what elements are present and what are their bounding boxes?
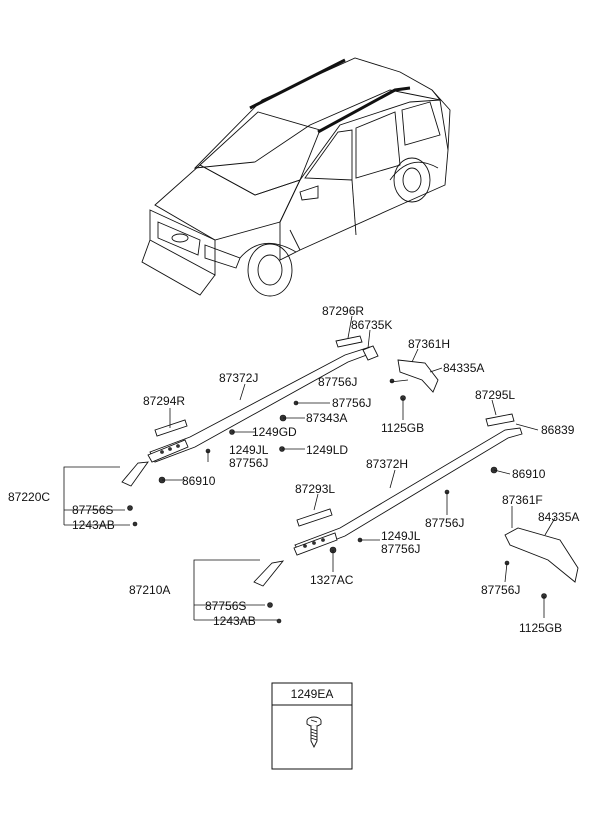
label-87756j-f: 87756J bbox=[481, 583, 520, 597]
label-87756j-d: 87756J bbox=[425, 516, 464, 530]
rail-end-cover-87210a bbox=[253, 560, 285, 587]
label-87361f: 87361F bbox=[502, 493, 543, 507]
rail-cover-87294r bbox=[154, 419, 188, 437]
end-cap-87361f bbox=[504, 527, 579, 583]
label-1249jl-b: 1249JL bbox=[381, 529, 421, 543]
rail-cover-87295l bbox=[485, 413, 515, 427]
label-1327ac: 1327AC bbox=[310, 573, 354, 587]
label-86839: 86839 bbox=[541, 423, 575, 437]
label-84335a-top: 84335A bbox=[443, 361, 484, 375]
inset-title: 1249EA bbox=[291, 687, 334, 701]
label-87220c: 87220C bbox=[8, 490, 50, 504]
label-87756j-e: 87756J bbox=[381, 542, 420, 556]
label-87372j: 87372J bbox=[219, 371, 258, 385]
screw-icon bbox=[306, 716, 322, 749]
label-87293l: 87293L bbox=[295, 482, 335, 496]
label-87361h: 87361H bbox=[408, 337, 450, 351]
label-87756j-c: 87756J bbox=[229, 456, 268, 470]
label-87756j-a: 87756J bbox=[318, 375, 357, 389]
label-87210a: 87210A bbox=[129, 583, 170, 597]
suv-illustration-icon bbox=[141, 57, 451, 297]
label-87756j-b: 87756J bbox=[332, 396, 371, 410]
rail-cover-87293l bbox=[296, 508, 333, 527]
label-1125gb-right: 1125GB bbox=[519, 621, 562, 635]
label-87756s-b: 87756S bbox=[205, 599, 246, 613]
inset-box-1249ea: 1249EA bbox=[271, 682, 353, 770]
rail-cover-87296r bbox=[335, 335, 363, 348]
label-1249gd: 1249GD bbox=[252, 425, 297, 439]
leader-lines bbox=[63, 315, 556, 621]
label-87296r: 87296R bbox=[322, 304, 364, 318]
label-1243ab-b: 1243AB bbox=[213, 614, 256, 628]
label-1249ld: 1249LD bbox=[306, 443, 348, 457]
rail-end-cover-87220c bbox=[121, 461, 149, 487]
label-86735k: 86735K bbox=[351, 318, 392, 332]
roof-rail-87372h bbox=[293, 427, 523, 556]
end-cap-87361h bbox=[397, 359, 439, 393]
label-87756s-a: 87756S bbox=[72, 503, 113, 517]
label-87372h: 87372H bbox=[366, 457, 408, 471]
label-87343a: 87343A bbox=[306, 411, 347, 425]
label-86910-left: 86910 bbox=[182, 474, 216, 488]
clip-86735k bbox=[362, 345, 379, 361]
label-84335a-right: 84335A bbox=[538, 510, 579, 524]
label-87294r: 87294R bbox=[143, 394, 185, 408]
label-1125gb-top: 1125GB bbox=[381, 421, 424, 435]
label-87295l: 87295L bbox=[475, 388, 515, 402]
label-1249jl-a: 1249JL bbox=[229, 443, 269, 457]
label-1243ab-a: 1243AB bbox=[72, 518, 115, 532]
roof-rail-87372j bbox=[147, 346, 373, 463]
label-86910-right: 86910 bbox=[512, 467, 546, 481]
part-labels: 87296R 86735K 87361H 84335A 87372J 87756… bbox=[8, 304, 579, 635]
